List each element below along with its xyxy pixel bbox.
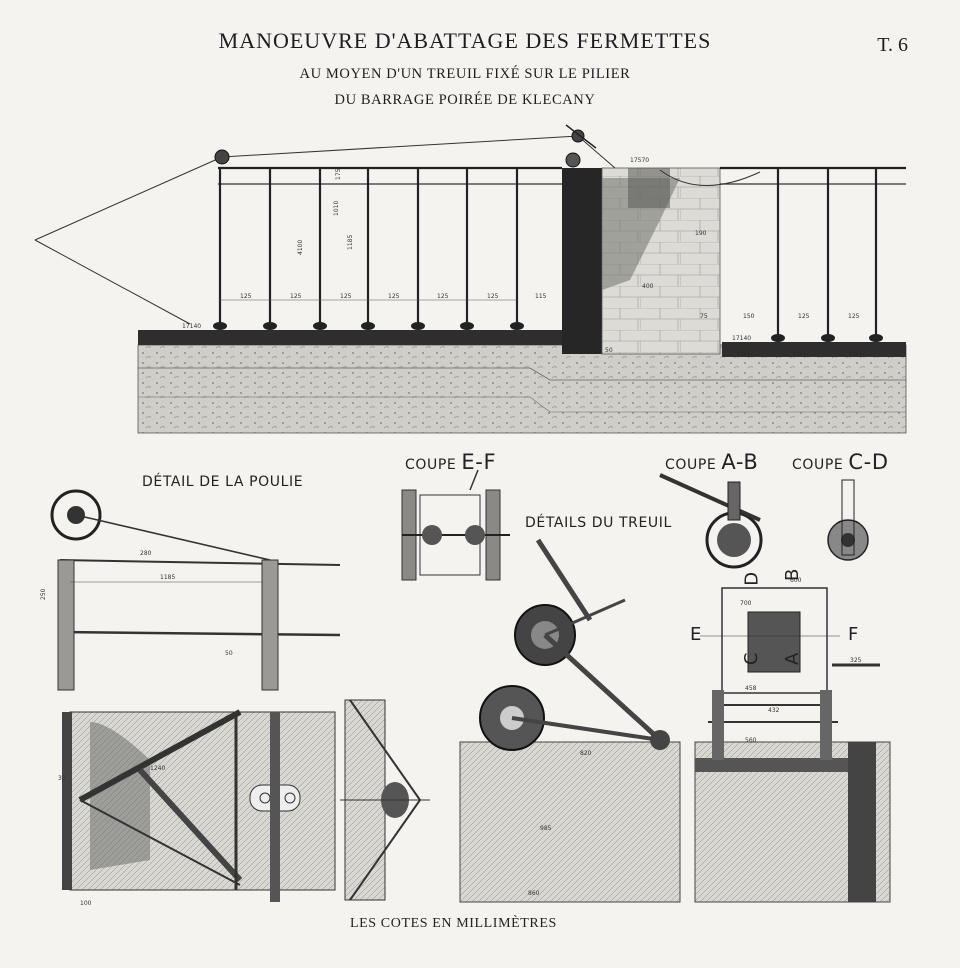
section-cd-view [827, 479, 869, 561]
elevation-view: 17140 17570 17140 125 125 125 125 125 12… [34, 124, 907, 434]
footer-note: LES COTES EN MILLIMÈTRES [350, 916, 557, 931]
dim-spacing-2: 125 [290, 293, 302, 300]
dim-spacing-3: 125 [340, 293, 352, 300]
dim-winch-985: 985 [540, 825, 552, 832]
dim-front-325: 325 [850, 657, 862, 664]
dim-pier-190: 190 [695, 230, 707, 237]
dim-pier-75: 75 [700, 313, 708, 320]
dim-level-right: 17140 [732, 335, 751, 342]
winch-front-view: 560 432 458 325 700 600 [694, 577, 891, 903]
dim-height-175: 175 [335, 168, 342, 180]
dim-pulley-250: 250 [40, 588, 47, 600]
dim-pier-400: 400 [642, 283, 654, 290]
subtitle-line-2: DU BARRAGE POIRÉE DE KLECANY [334, 92, 596, 108]
dim-pulley-280: 280 [140, 550, 152, 557]
section-marker-d: D [741, 571, 763, 586]
dim-front-432: 432 [768, 707, 780, 714]
dim-front-700: 700 [740, 600, 752, 607]
pulley-detail-view: 1185 280 250 50 [40, 489, 341, 691]
dim-front-600: 600 [790, 577, 802, 584]
dim-plan-100: 100 [80, 900, 92, 907]
dim-spacing-1: 125 [240, 293, 252, 300]
dim-pulley-1185: 1185 [160, 574, 175, 581]
dim-spacing-7: 115 [535, 293, 547, 300]
dim-height-1185: 1185 [347, 235, 354, 250]
dim-front-560: 560 [745, 737, 757, 744]
section-marker-a: A [781, 652, 803, 665]
dim-spacing-4: 125 [388, 293, 400, 300]
dim-spacing-r2: 125 [798, 313, 810, 320]
dim-pulley-50: 50 [225, 650, 233, 657]
dim-winch-820: 820 [580, 750, 592, 757]
section-marker-c: C [741, 651, 763, 666]
dim-front-458: 458 [745, 685, 757, 692]
winch-detail-view: 820 860 985 [459, 538, 681, 903]
section-ab-view [659, 473, 763, 569]
section-marker-b: B [781, 568, 803, 581]
section-marker-e: E [690, 624, 702, 645]
plate-number: T. 6 [877, 34, 908, 56]
label-coupe-ab: COUPE A-B [665, 450, 759, 474]
dim-winch-860: 860 [528, 890, 540, 897]
plan-view: 1240 100 35 [58, 699, 430, 907]
dim-pier-50: 50 [605, 347, 613, 354]
section-marker-f: F [848, 624, 859, 645]
dim-level-left: 17140 [182, 323, 201, 330]
dim-level-top: 17570 [630, 157, 649, 164]
dim-spacing-6: 125 [487, 293, 499, 300]
dim-height-1010: 1010 [333, 201, 340, 216]
dim-height-4100: 4100 [297, 240, 304, 255]
dim-spacing-r1: 150 [743, 313, 755, 320]
dim-spacing-5: 125 [437, 293, 449, 300]
label-details-treuil: DÉTAILS DU TREUIL [525, 515, 672, 531]
section-ef-view [401, 469, 510, 581]
subtitle-line-1: AU MOYEN D'UN TREUIL FIXÉ SUR LE PILIER [299, 66, 631, 82]
label-coupe-cd: COUPE C-D [792, 450, 889, 474]
label-detail-poulie: DÉTAIL DE LA POULIE [142, 474, 304, 490]
dim-plan-1240: 1240 [150, 765, 165, 772]
page-title: MANOEUVRE D'ABATTAGE DES FERMETTES [218, 28, 712, 53]
dim-spacing-r3: 125 [848, 313, 860, 320]
dim-plan-35: 35 [58, 775, 66, 782]
label-coupe-ef: COUPE E-F [405, 450, 497, 474]
